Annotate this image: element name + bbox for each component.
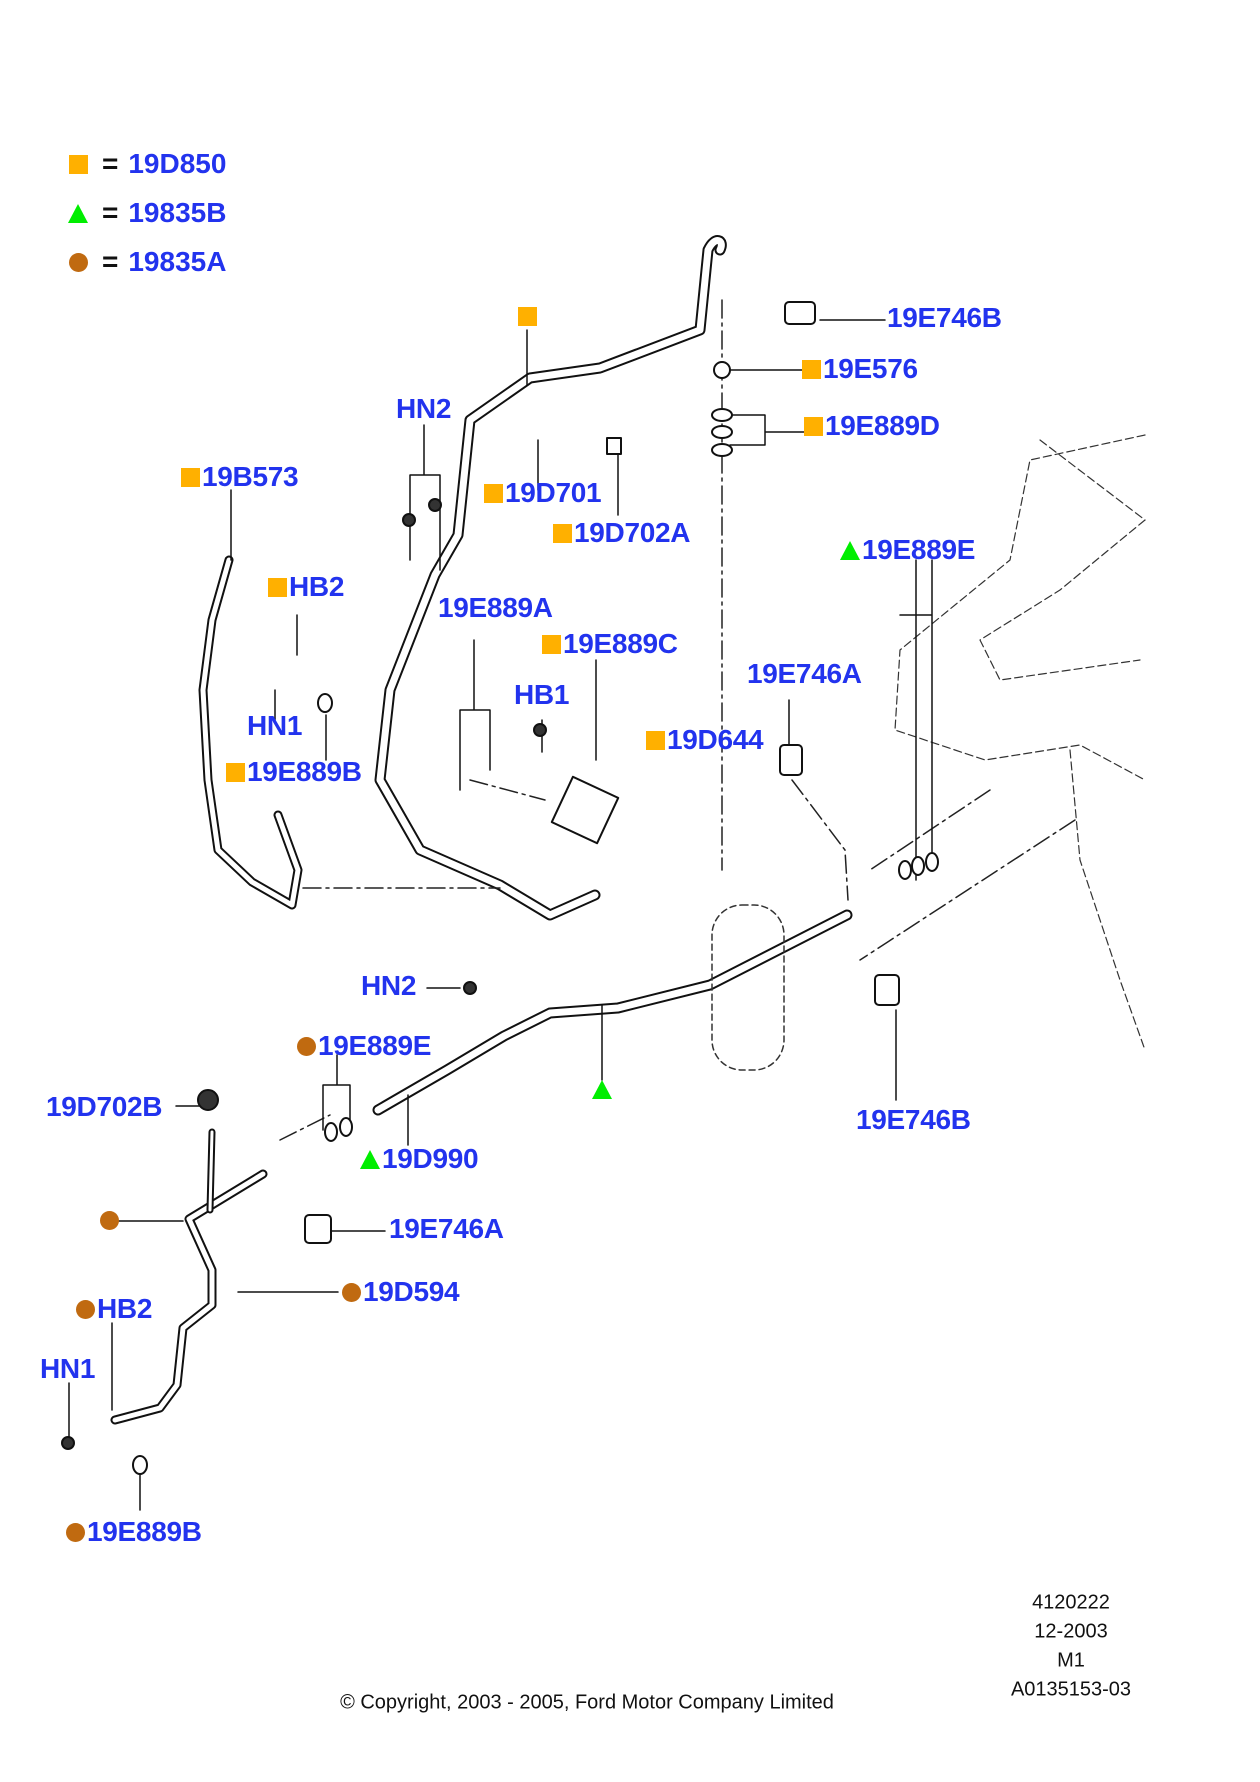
legend-equals: =	[102, 148, 119, 179]
illustration-number: A0135153-03	[1010, 1678, 1132, 1701]
part-label[interactable]: 19E889B	[226, 756, 362, 788]
circle-marker-icon	[297, 1036, 316, 1056]
accumulator	[711, 904, 785, 1071]
square-marker-icon	[268, 577, 287, 597]
part-label[interactable]: HN2	[361, 970, 416, 1002]
part-label[interactable]: 19E889B	[66, 1516, 202, 1548]
triangle-marker-icon	[68, 203, 88, 223]
square-marker-icon	[553, 523, 572, 543]
circle-marker-icon	[76, 1299, 95, 1319]
part-label[interactable]: 19E889A	[438, 592, 553, 624]
part-label[interactable]: 19D990	[360, 1143, 479, 1175]
part-code: HN1	[247, 710, 303, 741]
circle-marker-icon	[342, 1282, 361, 1302]
legend-code: 19835A	[128, 246, 227, 277]
legend-equals: =	[102, 197, 119, 228]
part-code: 19E746A	[747, 658, 862, 689]
part-label[interactable]: HN1	[247, 710, 302, 742]
square-marker-icon	[804, 416, 823, 436]
part-code: HB1	[514, 679, 570, 710]
part-code: HN2	[396, 393, 452, 424]
part-code: 19E746B	[887, 302, 1002, 333]
part-label[interactable]: HB2	[76, 1293, 152, 1325]
part-label[interactable]: 19D702B	[46, 1091, 163, 1123]
legend-item-square: = 19D850	[69, 148, 226, 180]
part-code: 19E746A	[389, 1213, 504, 1244]
legend-code: 19D850	[128, 148, 227, 179]
part-code: 19E889A	[438, 592, 553, 623]
square-marker-icon	[646, 730, 665, 750]
part-label[interactable]: HB2	[268, 571, 344, 603]
square-marker-icon	[69, 154, 88, 174]
part-label[interactable]: 19E746B	[856, 1104, 971, 1136]
part-code: 19E889E	[318, 1030, 432, 1061]
part-code: 19E576	[823, 353, 918, 384]
part-code: 19E889D	[825, 410, 940, 441]
lower-pipe	[110, 909, 853, 1425]
part-label[interactable]: 19E889E	[840, 534, 975, 566]
circle-marker-icon	[69, 252, 88, 272]
part-label[interactable]: 19E889E	[297, 1030, 431, 1062]
part-code: 19E889B	[247, 756, 362, 787]
part-code: 19D644	[667, 724, 764, 755]
part-label[interactable]: 19D594	[342, 1276, 460, 1308]
part-label[interactable]: 19E889D	[804, 410, 940, 442]
part-label[interactable]: HN2	[396, 393, 451, 425]
part-code: 19E889E	[862, 534, 976, 565]
copyright-notice: © Copyright, 2003 - 2005, Ford Motor Com…	[340, 1691, 834, 1714]
square-marker-icon	[542, 634, 561, 654]
square-marker-icon	[518, 307, 537, 326]
part-code: 19E746B	[856, 1104, 971, 1135]
triangle-marker-icon	[840, 540, 860, 560]
part-code: 19D990	[382, 1143, 479, 1174]
part-label[interactable]: 19E576	[802, 353, 918, 385]
circle-marker-icon	[66, 1522, 85, 1542]
legend-equals: =	[102, 246, 119, 277]
part-code: 19D702A	[574, 517, 691, 548]
part-label[interactable]: 19B573	[181, 461, 299, 493]
part-label[interactable]: HN1	[40, 1353, 95, 1385]
circle-marker-icon	[100, 1211, 119, 1230]
date-code: 12-2003	[1034, 1620, 1108, 1643]
part-label[interactable]: 19D701	[484, 477, 602, 509]
part-label[interactable]: 19E746B	[887, 302, 1002, 334]
part-label[interactable]: 19D644	[646, 724, 764, 756]
part-code: HB2	[289, 571, 345, 602]
legend-item-triangle: = 19835B	[68, 197, 226, 229]
part-code: 19E889B	[87, 1516, 202, 1547]
part-code: HN2	[361, 970, 417, 1001]
legend-item-circle: = 19835A	[69, 246, 226, 278]
left-pipe	[198, 555, 303, 910]
reference-number: 4120222	[1032, 1591, 1110, 1614]
triangle-marker-icon	[592, 1080, 612, 1099]
part-label[interactable]: 19E746A	[389, 1213, 504, 1245]
upper-pipe	[374, 235, 727, 921]
triangle-marker-icon	[360, 1149, 380, 1169]
part-code: 19D594	[363, 1276, 460, 1307]
square-marker-icon	[484, 483, 503, 503]
square-marker-icon	[226, 762, 245, 782]
part-label[interactable]: 19E889C	[542, 628, 678, 660]
part-label[interactable]: 19E746A	[747, 658, 862, 690]
square-marker-icon	[802, 359, 821, 379]
model-code: M1	[1057, 1649, 1085, 1672]
part-code: 19D701	[505, 477, 602, 508]
legend-code: 19835B	[128, 197, 227, 228]
part-label[interactable]: 19D702A	[553, 517, 691, 549]
part-code: 19D702B	[46, 1091, 163, 1122]
part-label[interactable]: HB1	[514, 679, 569, 711]
part-code: HB2	[97, 1293, 153, 1324]
vehicle-body-panel	[894, 434, 1146, 1051]
square-marker-icon	[181, 467, 200, 487]
part-code: 19E889C	[563, 628, 678, 659]
part-code: 19B573	[202, 461, 299, 492]
part-code: HN1	[40, 1353, 96, 1384]
